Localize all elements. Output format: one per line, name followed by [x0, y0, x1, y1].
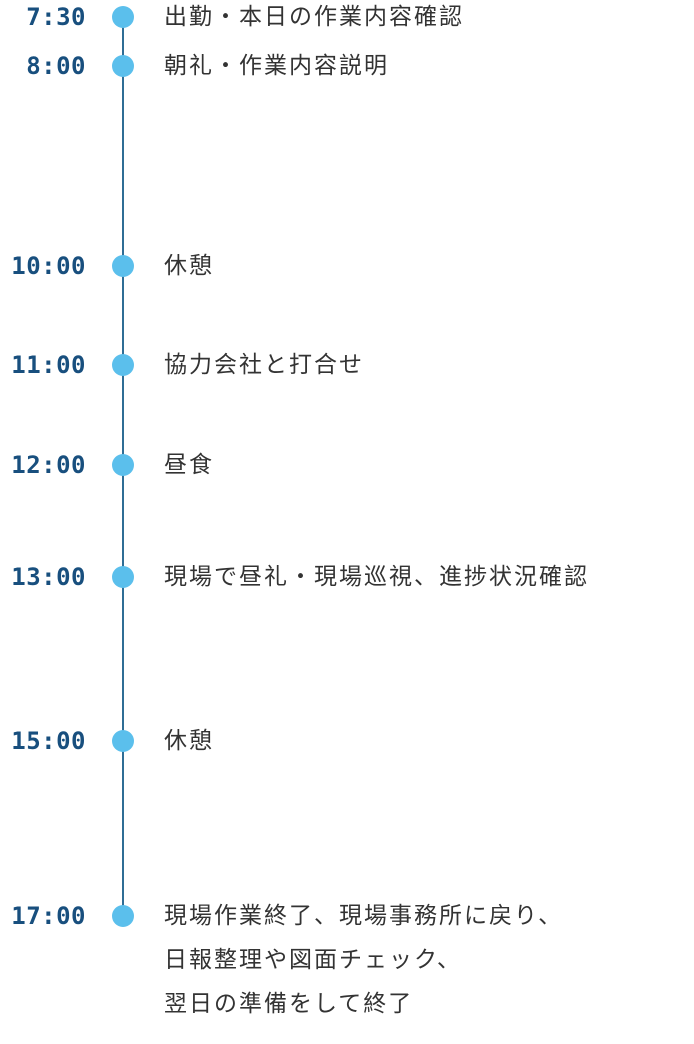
description-line: 出勤・本日の作業内容確認	[164, 4, 464, 30]
timeline-dot-icon	[112, 354, 134, 376]
time-label: 8:00	[26, 52, 86, 80]
time-label: 15:00	[11, 727, 86, 755]
timeline-dot-icon	[112, 730, 134, 752]
entry-description: 休憩	[164, 251, 214, 295]
entry-description: 休憩	[164, 726, 214, 770]
time-label: 11:00	[11, 351, 86, 379]
timeline-dot-icon	[112, 905, 134, 927]
timeline-dot-icon	[112, 55, 134, 77]
time-label: 12:00	[11, 451, 86, 479]
entry-description: 現場で昼礼・現場巡視、進捗状況確認	[164, 562, 589, 606]
description-line: 翌日の準備をして終了	[164, 991, 414, 1017]
timeline-dot-icon	[112, 255, 134, 277]
time-label: 17:00	[11, 902, 86, 930]
description-line: 現場で昼礼・現場巡視、進捗状況確認	[164, 564, 589, 590]
entry-description: 昼食	[164, 450, 214, 494]
description-line: 現場作業終了、現場事務所に戻り、	[164, 903, 564, 929]
time-label: 7:30	[26, 3, 86, 31]
entry-description: 協力会社と打合せ	[164, 350, 364, 394]
description-line: 朝礼・作業内容説明	[164, 53, 389, 79]
time-label: 13:00	[11, 563, 86, 591]
time-label: 10:00	[11, 252, 86, 280]
description-line: 休憩	[164, 253, 214, 279]
description-line: 休憩	[164, 728, 214, 754]
timeline-dot-icon	[112, 566, 134, 588]
timeline-dot-icon	[112, 454, 134, 476]
timeline-dot-icon	[112, 6, 134, 28]
entry-description: 朝礼・作業内容説明	[164, 51, 389, 95]
description-line: 昼食	[164, 452, 214, 478]
description-line: 協力会社と打合せ	[164, 352, 364, 378]
entry-description: 現場作業終了、現場事務所に戻り、 日報整理や図面チェック、 翌日の準備をして終了	[164, 901, 563, 1033]
entry-description: 出勤・本日の作業内容確認	[164, 2, 464, 46]
description-line: 日報整理や図面チェック、	[164, 947, 462, 973]
